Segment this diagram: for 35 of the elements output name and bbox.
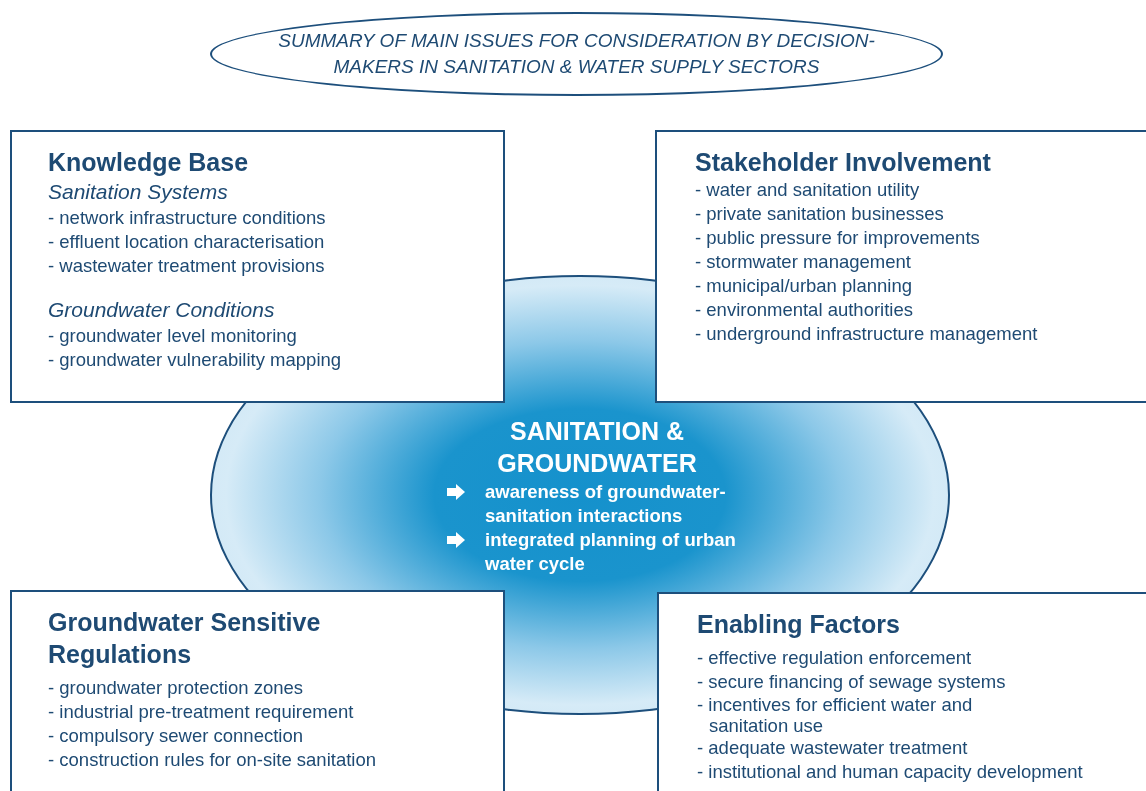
panel-box <box>655 130 1146 403</box>
list-item: - municipal/urban planning <box>695 274 912 298</box>
list-item: - underground infrastructure management <box>695 322 1038 346</box>
list-item: - institutional and human capacity development <box>697 760 1083 784</box>
list-item: - private sanitation businesses <box>695 202 944 226</box>
list-item: - wastewater treatment provisions <box>48 254 325 278</box>
box-heading: Enabling Factors <box>697 609 900 640</box>
list-item: - compulsory sewer connection <box>48 724 303 748</box>
bullet-text: integrated planning of urban water cycle <box>485 528 737 576</box>
subheading: Groundwater Conditions <box>48 297 275 323</box>
box-heading: Groundwater Sensitive Regulations <box>48 607 322 670</box>
list-item: - incentives for efficient water and sanitation use <box>697 694 974 736</box>
list-item: - industrial pre-treatment requirement <box>48 700 354 724</box>
list-item: - groundwater level monitoring <box>48 324 297 348</box>
list-item: - groundwater protection zones <box>48 676 304 700</box>
list-item: - network infrastructure conditions <box>48 206 326 230</box>
title-text: SUMMARY OF MAIN ISSUES FOR CONSIDERATION BY DECISION-MAKERS IN SANITATION & WATER SUPPLY SECTORS <box>277 29 876 79</box>
title-oval <box>210 12 943 96</box>
list-item: - effluent location characterisation <box>48 230 325 254</box>
box-heading: Stakeholder Involvement <box>695 147 991 178</box>
list-item: - construction rules for on-site sanitation <box>48 748 376 772</box>
subheading: Sanitation Systems <box>48 179 228 205</box>
list-item: - groundwater vulnerability mapping <box>48 348 342 372</box>
list-item: - stormwater management <box>695 250 911 274</box>
list-item: - secure financing of sewage systems <box>697 670 1006 694</box>
box-heading: Knowledge Base <box>48 147 249 178</box>
list-item: - environmental authorities <box>695 298 913 322</box>
panel-box <box>10 590 505 791</box>
list-item: - water and sanitation utility <box>695 178 920 202</box>
list-item: - adequate wastewater treatment <box>697 736 968 760</box>
panel-box <box>657 592 1146 791</box>
list-item: - public pressure for improvements <box>695 226 980 250</box>
list-item: - effective regulation enforcement <box>697 646 972 670</box>
panel-box <box>10 130 505 403</box>
center-heading: SANITATION & GROUNDWATER <box>496 416 698 479</box>
